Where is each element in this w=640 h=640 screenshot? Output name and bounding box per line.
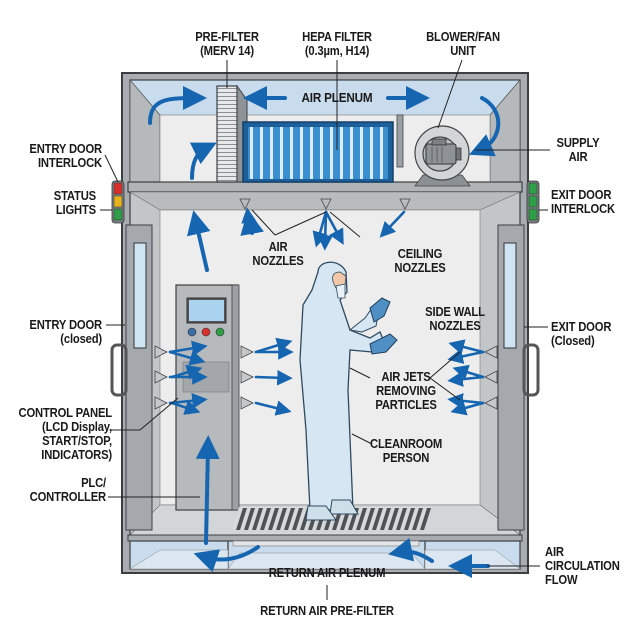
label-cleanroom-person: CLEANROOM PERSON xyxy=(370,437,443,465)
status-lights xyxy=(111,180,125,224)
label-plc-controller: PLC/ CONTROLLER xyxy=(29,476,107,504)
label-return-air-pre-filter: RETURN AIR PRE-FILTER xyxy=(260,604,394,618)
nozzle-exit-wall xyxy=(484,345,498,359)
label-entry-door: ENTRY DOOR (closed) xyxy=(29,318,103,346)
air-jet-arrows xyxy=(168,207,485,416)
grate-slat xyxy=(276,508,287,530)
grate-slat xyxy=(412,508,423,530)
exit-door xyxy=(497,224,540,531)
grate-slat xyxy=(380,508,391,530)
nozzle-panel xyxy=(240,396,254,410)
air-jet-arrow xyxy=(379,210,406,238)
nozzle-entry-wall xyxy=(154,370,168,384)
label-air-nozzles: AIR NOZZLES xyxy=(252,240,304,268)
entry-door xyxy=(110,224,153,531)
air-jet-arrow xyxy=(447,348,485,364)
cleanroom-person xyxy=(299,261,398,521)
grate-slat xyxy=(404,508,415,530)
exit-interlock-lights xyxy=(526,180,540,224)
label-air-plenum: AIR PLENUM xyxy=(301,90,373,105)
grate-slat xyxy=(364,508,375,530)
air-jet-arrow xyxy=(450,400,485,416)
label-exit-door: EXIT DOOR (Closed) xyxy=(551,320,612,348)
label-status-lights: STATUS LIGHTS xyxy=(53,189,96,217)
status-light-yellow xyxy=(113,195,123,208)
face-mask xyxy=(335,283,346,299)
blue-button xyxy=(187,327,197,337)
red-button xyxy=(201,327,211,337)
grate-slat xyxy=(236,508,247,530)
air-jet-arrow xyxy=(452,364,485,380)
nozzle-panel xyxy=(240,370,254,384)
status-light-green xyxy=(113,208,123,221)
nozzle-exit-wall xyxy=(484,396,498,410)
air-jet-arrow xyxy=(168,340,208,356)
grate-slat xyxy=(244,508,255,530)
side-wall-nozzles xyxy=(154,345,498,410)
label-side-wall-nozzles: SIDE WALL NOZZLES xyxy=(425,305,485,333)
grate-slat xyxy=(252,508,263,530)
grate-slat xyxy=(292,508,303,530)
grate-slat xyxy=(396,508,407,530)
label-supply-air: SUPPLY AIR xyxy=(556,136,600,164)
air-jet-arrow xyxy=(254,369,293,386)
nozzle-entry-wall xyxy=(154,345,168,359)
status-light-red xyxy=(113,182,123,195)
green-button xyxy=(215,327,225,337)
label-entry-door-interlock: ENTRY DOOR INTERLOCK xyxy=(29,142,103,170)
hepa-filter xyxy=(242,121,394,183)
grate-slat xyxy=(268,508,279,530)
grate-slat xyxy=(260,508,271,530)
grate-slat xyxy=(420,508,431,530)
label-ceiling-nozzles: CEILING NOZZLES xyxy=(394,247,446,275)
label-pre-filter: PRE-FILTER (MERV 14) xyxy=(195,30,259,58)
air-jet-arrow xyxy=(448,339,485,355)
air-jet-arrow xyxy=(241,207,257,232)
motor-icon xyxy=(425,138,462,165)
airflow-arrows xyxy=(148,86,501,578)
label-control-panel: CONTROL PANEL (LCD Display, START/STOP, … xyxy=(18,406,113,462)
label-blower-fan-unit: BLOWER/FAN UNIT xyxy=(426,30,500,58)
grate-slat xyxy=(372,508,383,530)
label-air-circulation-flow: AIR CIRCULATION FLOW xyxy=(545,545,620,587)
nozzle-panel xyxy=(240,345,254,359)
air-jet-arrow xyxy=(324,210,344,245)
leader-lines xyxy=(100,59,550,600)
nozzle-exit-wall xyxy=(484,370,498,384)
blower-fan-unit xyxy=(396,114,471,187)
air-jet-arrow xyxy=(317,210,334,251)
air-jet-arrow xyxy=(170,364,203,380)
air-jet-arrow xyxy=(170,400,201,415)
air-jet-arrow xyxy=(168,350,206,366)
label-hepa-filter: HEPA FILTER (0.3µm, H14) xyxy=(302,30,372,58)
glove-lower xyxy=(369,333,398,355)
grate-slat xyxy=(388,508,399,530)
grate-slat xyxy=(284,508,295,530)
nozzle-entry-wall xyxy=(154,396,168,410)
ceiling-nozzles xyxy=(239,198,411,210)
label-exit-door-interlock: EXIT DOOR INTERLOCK xyxy=(551,188,616,216)
label-return-air-plenum: RETURN AIR PLENUM xyxy=(268,566,386,580)
grate-slat xyxy=(356,508,367,530)
return-air-pre-filter xyxy=(232,540,420,547)
air-jet-arrow xyxy=(254,400,292,416)
glove-upper xyxy=(369,297,391,323)
label-air-jets: AIR JETS REMOVING PARTICLES xyxy=(375,370,437,412)
